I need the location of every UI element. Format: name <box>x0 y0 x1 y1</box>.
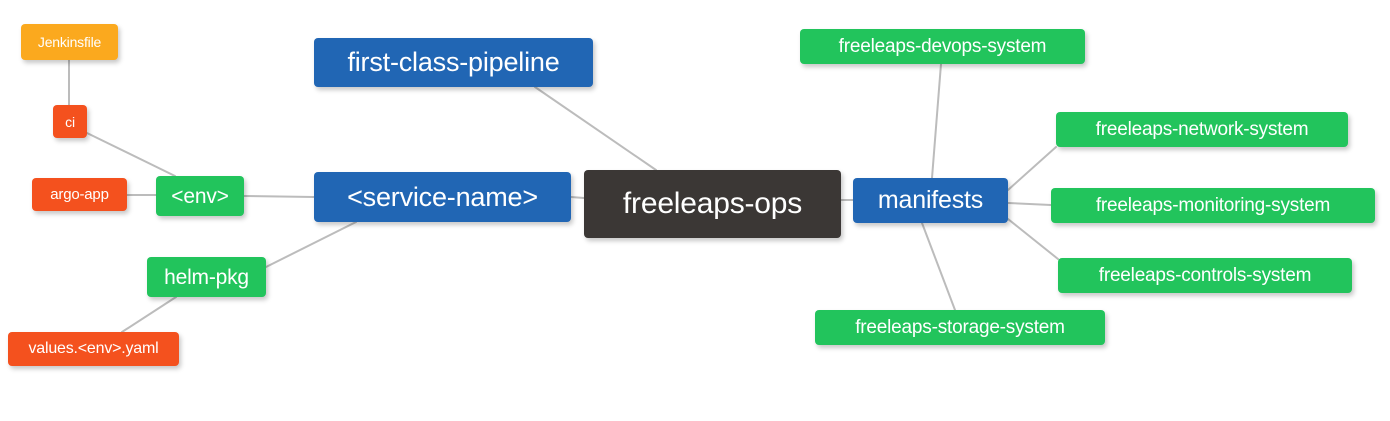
node-env[interactable]: <env> <box>156 176 244 216</box>
node-ci[interactable]: ci <box>53 105 87 138</box>
edge-freeleaps-controls-system-to-manifests <box>1007 218 1059 260</box>
node-argo-app[interactable]: argo-app <box>32 178 127 211</box>
node-label-freeleaps-controls-system: freeleaps-controls-system <box>1098 265 1312 286</box>
node-label-helm-pkg: helm-pkg <box>164 265 249 289</box>
edge-env-to-service-name <box>243 195 315 198</box>
node-label-manifests: manifests <box>877 186 984 214</box>
edge-first-class-pipeline-to-freeleaps-ops <box>534 86 657 171</box>
node-freeleaps-storage-system[interactable]: freeleaps-storage-system <box>815 310 1105 345</box>
node-freeleaps-devops-system[interactable]: freeleaps-devops-system <box>800 29 1085 64</box>
edge-freeleaps-network-system-to-manifests <box>1007 146 1057 191</box>
edge-service-name-to-helm-pkg <box>265 221 357 268</box>
node-helm-pkg[interactable]: helm-pkg <box>147 257 266 297</box>
node-label-values-yaml: values.<env>.yaml <box>28 340 159 357</box>
node-label-freeleaps-network-system: freeleaps-network-system <box>1095 119 1309 140</box>
node-first-class-pipeline[interactable]: first-class-pipeline <box>314 38 593 87</box>
node-label-first-class-pipeline: first-class-pipeline <box>347 47 560 77</box>
node-label-env: <env> <box>171 184 229 208</box>
edge-service-name-to-freeleaps-ops <box>570 196 585 199</box>
node-label-service-name: <service-name> <box>347 181 538 212</box>
node-freeleaps-controls-system[interactable]: freeleaps-controls-system <box>1058 258 1352 293</box>
node-label-freeleaps-devops-system: freeleaps-devops-system <box>838 36 1047 57</box>
edge-freeleaps-devops-system-to-manifests <box>931 63 942 179</box>
node-label-ci: ci <box>65 113 75 130</box>
edge-ci-to-env <box>86 132 176 177</box>
node-jenkinsfile[interactable]: Jenkinsfile <box>21 24 118 60</box>
edge-freeleaps-storage-system-to-manifests <box>921 222 956 311</box>
node-freeleaps-network-system[interactable]: freeleaps-network-system <box>1056 112 1348 147</box>
node-label-freeleaps-monitoring-system: freeleaps-monitoring-system <box>1095 195 1331 216</box>
node-values-yaml[interactable]: values.<env>.yaml <box>8 332 179 366</box>
node-service-name[interactable]: <service-name> <box>314 172 571 222</box>
node-label-freeleaps-ops: freeleaps-ops <box>622 187 803 220</box>
edge-freeleaps-monitoring-system-to-manifests <box>1007 202 1052 206</box>
node-manifests[interactable]: manifests <box>853 178 1008 223</box>
node-label-jenkinsfile: Jenkinsfile <box>37 34 102 50</box>
node-freeleaps-ops[interactable]: freeleaps-ops <box>584 170 841 238</box>
node-label-argo-app: argo-app <box>50 186 109 203</box>
edge-helm-pkg-to-values-yaml <box>121 296 177 333</box>
node-label-freeleaps-storage-system: freeleaps-storage-system <box>855 317 1065 338</box>
node-freeleaps-monitoring-system[interactable]: freeleaps-monitoring-system <box>1051 188 1375 223</box>
